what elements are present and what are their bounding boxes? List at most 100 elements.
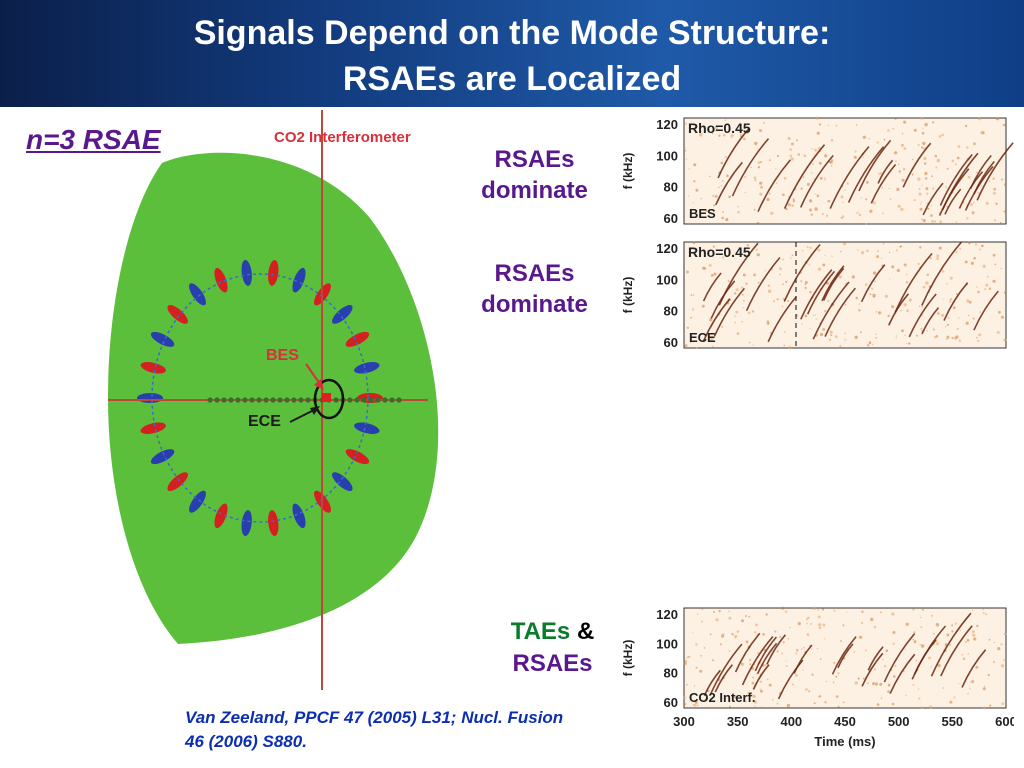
noise-speckle [918, 192, 922, 196]
noise-speckle [898, 163, 900, 165]
noise-speckle [921, 608, 924, 611]
citation-line1: Van Zeeland, PPCF 47 (2005) L31; Nucl. F… [185, 708, 564, 727]
noise-speckle [846, 611, 848, 613]
noise-speckle [692, 202, 694, 204]
noise-speckle [871, 287, 874, 290]
noise-speckle [932, 187, 935, 190]
noise-speckle [980, 131, 984, 135]
frequency-sweep [822, 267, 845, 301]
noise-speckle [807, 616, 810, 620]
noise-speckle [804, 283, 806, 286]
noise-speckle [982, 608, 985, 611]
noise-speckle [1004, 297, 1008, 300]
noise-speckle [974, 243, 978, 246]
noise-speckle [714, 195, 718, 198]
mode-lobe [214, 503, 228, 529]
noise-speckle [786, 703, 791, 708]
noise-speckle [744, 191, 746, 194]
noise-speckle [920, 706, 924, 709]
noise-speckle [759, 181, 763, 185]
frequency-sweep [938, 168, 970, 216]
noise-speckle [803, 154, 807, 157]
noise-speckle [872, 271, 877, 275]
noise-speckle [720, 185, 723, 187]
noise-speckle [809, 246, 812, 249]
noise-speckle [872, 293, 876, 298]
noise-speckle [728, 700, 730, 703]
noise-speckle [844, 338, 847, 341]
noise-speckle [781, 652, 784, 655]
mode-lobe [292, 503, 306, 529]
noise-speckle [843, 242, 847, 246]
noise-speckle [782, 641, 785, 644]
noise-speckle [817, 609, 820, 611]
noise-speckle [760, 688, 762, 690]
noise-speckle [857, 249, 859, 251]
noise-speckle [695, 188, 699, 192]
noise-speckle [866, 343, 870, 347]
y-tick-label: 80 [664, 666, 678, 681]
noise-speckle [785, 660, 787, 662]
noise-speckle [750, 166, 752, 169]
noise-speckle [712, 194, 715, 198]
noise-speckle [822, 623, 826, 627]
noise-speckle [968, 300, 972, 304]
noise-speckle [919, 246, 922, 249]
noise-speckle [709, 633, 712, 636]
y-tick-label: 120 [656, 607, 678, 622]
noise-speckle [754, 178, 757, 182]
noise-speckle [797, 622, 801, 626]
noise-speckle [858, 309, 861, 312]
noise-speckle [993, 641, 995, 643]
noise-speckle [728, 650, 731, 652]
noise-speckle [726, 174, 729, 178]
noise-speckle [966, 299, 970, 303]
mode-lobe [189, 490, 206, 513]
frequency-sweep [973, 290, 999, 331]
frequency-sweep [710, 280, 736, 319]
noise-speckle [978, 117, 981, 121]
noise-speckle [812, 163, 814, 165]
noise-speckle [953, 696, 956, 699]
noise-speckle [872, 682, 875, 686]
noise-speckle [813, 702, 816, 705]
noise-speckle [752, 676, 754, 679]
noise-speckle [942, 298, 944, 300]
noise-speckle [782, 258, 784, 261]
noise-speckle [880, 257, 883, 260]
noise-speckle [801, 648, 803, 650]
noise-speckle [722, 133, 726, 137]
noise-speckle [824, 254, 826, 256]
noise-speckle [995, 117, 1000, 121]
noise-speckle [913, 640, 917, 644]
ece-channel [284, 397, 290, 403]
noise-speckle [851, 275, 855, 279]
noise-speckle [922, 219, 926, 223]
noise-speckle [751, 310, 755, 313]
noise-speckle [976, 171, 978, 174]
mode-lobe [150, 449, 175, 465]
noise-speckle [759, 192, 763, 196]
noise-speckle [951, 630, 954, 633]
noise-speckle [753, 208, 756, 211]
noise-speckle [881, 187, 883, 189]
noise-speckle [884, 665, 887, 668]
noise-speckle [954, 622, 957, 625]
noise-speckle [969, 681, 972, 683]
noise-speckle [709, 318, 713, 322]
mode-lobe [354, 422, 380, 434]
noise-speckle [744, 700, 747, 703]
noise-speckle [837, 705, 840, 708]
noise-speckle [934, 220, 936, 223]
noise-speckle [917, 177, 921, 181]
noise-speckle [785, 207, 788, 211]
noise-speckle [903, 120, 907, 124]
noise-speckle [896, 334, 898, 336]
noise-speckle [1003, 659, 1005, 662]
mode-lobe [140, 362, 166, 374]
noise-speckle [869, 293, 872, 296]
noise-speckle [806, 182, 810, 186]
noise-speckle [982, 687, 986, 691]
x-tick-label: 550 [941, 714, 963, 729]
